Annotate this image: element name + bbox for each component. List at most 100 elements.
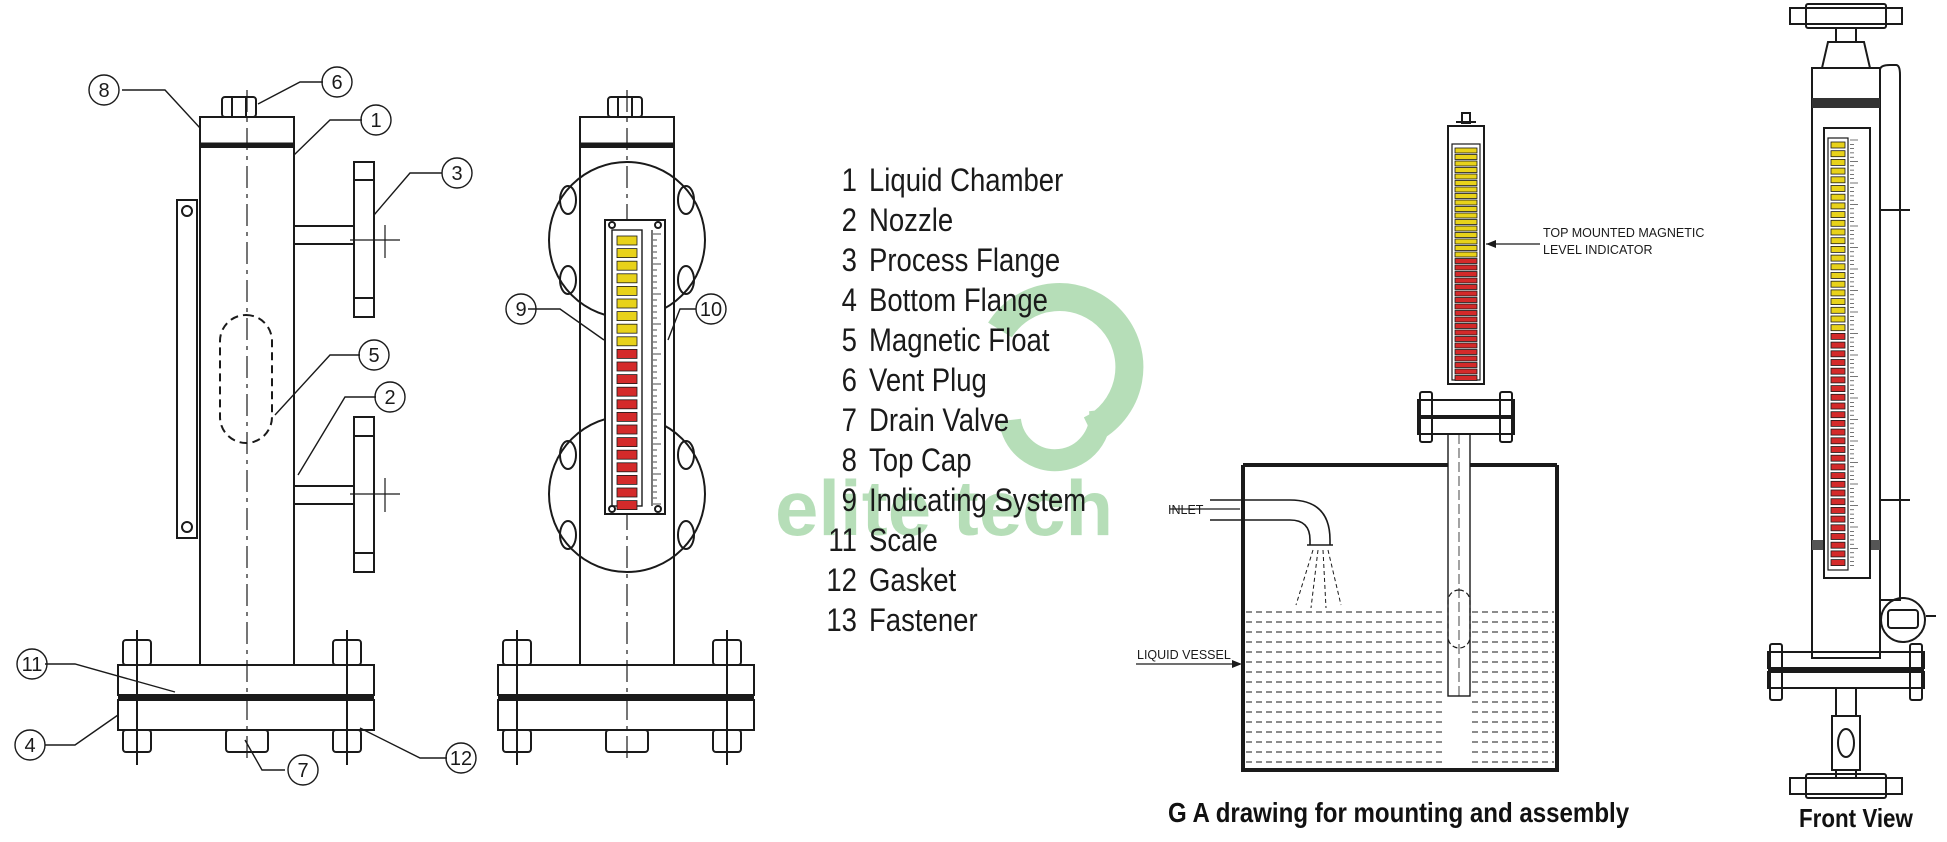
indicator-rail <box>176 199 198 539</box>
indicator-flag <box>1454 290 1478 297</box>
ga-drawing-caption: G A drawing for mounting and assembly <box>1168 797 1630 828</box>
callout-10 <box>695 293 727 325</box>
callout-7-label: 7 <box>297 760 308 782</box>
indicator-flag <box>1454 154 1478 160</box>
mounting-flange-upper <box>1417 399 1515 417</box>
legend-item-number: 5 <box>841 322 857 358</box>
legend-item-label: Drain Valve <box>869 402 1010 438</box>
indicator-flag <box>1454 336 1478 342</box>
top-mounted-label-1: TOP MOUNTED MAGNETIC <box>1543 226 1704 240</box>
legend-item-label: Nozzle <box>869 202 954 238</box>
indicator-flag <box>616 260 638 271</box>
indicator-flag <box>1830 402 1846 410</box>
callout-2-label: 2 <box>384 387 395 409</box>
indicator-flag <box>1830 489 1846 497</box>
indicator-flag <box>1830 228 1846 236</box>
indicator-flag <box>1830 167 1846 175</box>
legend-item-number: 8 <box>841 442 857 478</box>
indicator-flag <box>1830 315 1846 323</box>
indicator-flag <box>1830 359 1846 366</box>
top-mounted-label-2: LEVEL INDICATOR <box>1543 243 1653 257</box>
legend-item-number: 11 <box>828 522 857 558</box>
front-view-caption: Front View <box>1799 803 1913 833</box>
legend-item-number: 4 <box>841 282 857 318</box>
legend-item-label: Indicating System <box>869 482 1087 518</box>
indicator-flag <box>1454 180 1478 186</box>
indicator-flag <box>1830 515 1846 523</box>
elite-tech-watermark: elite tech <box>775 283 1144 552</box>
indicator-flag <box>1830 263 1846 271</box>
indicator-flag <box>1830 506 1846 514</box>
indicator-flag <box>1830 541 1846 549</box>
callouts <box>14 66 727 786</box>
indicator-flag <box>1830 150 1846 158</box>
callout-3 <box>441 157 473 189</box>
indicator-flag <box>1830 245 1846 253</box>
indicator-flag <box>1454 193 1478 199</box>
callout-8-label: 8 <box>98 80 109 102</box>
indicator-flag <box>1830 385 1846 393</box>
indicator-flag <box>1830 550 1846 558</box>
indicator-flag <box>1830 428 1846 436</box>
indicator-flag <box>1830 367 1846 375</box>
indicator-flag <box>616 474 638 485</box>
legend-item: 12 Gasket <box>826 560 1086 600</box>
indicator-flag <box>1830 498 1846 506</box>
indicator-flag <box>616 424 638 435</box>
indicator-flag <box>1454 147 1478 154</box>
indicator-flag <box>1830 454 1846 462</box>
legend-item-label: Gasket <box>869 562 957 598</box>
callout-6 <box>321 66 353 98</box>
indicator-flag <box>1830 141 1846 149</box>
magnetic-float <box>219 314 273 444</box>
inlet-label: INLET <box>1168 503 1204 517</box>
indicator-flag <box>1830 472 1846 480</box>
legend-item-number: 1 <box>841 162 857 198</box>
legend-item-number: 12 <box>826 562 857 598</box>
indicator-flag <box>616 437 638 448</box>
indicator-flag <box>1830 446 1846 453</box>
indicator-flag <box>1830 480 1846 488</box>
indicator-flag <box>1454 342 1478 349</box>
indicator-flag <box>1830 158 1846 166</box>
indicator-flag <box>1454 258 1478 264</box>
indicator-flag <box>1454 349 1478 355</box>
indicator-flag <box>1830 324 1846 332</box>
indicator-flag <box>1830 254 1846 262</box>
indicator-flag <box>1830 437 1846 445</box>
indicator-flag <box>1454 264 1478 271</box>
indicator-flag <box>616 500 638 511</box>
bottom-flange-lower <box>117 699 375 731</box>
switch-box <box>1880 597 1926 643</box>
indicator-flag <box>616 311 638 322</box>
vent-valve-handwheel <box>1789 7 1903 25</box>
indicator-flag <box>1454 173 1478 180</box>
indicator-flag <box>1454 303 1478 310</box>
front-bottom-flange-upper <box>1767 651 1925 669</box>
indicator-flag <box>1830 393 1846 401</box>
bottom-flange-upper <box>117 664 375 696</box>
indicator-flag <box>1830 341 1846 349</box>
indicator-flag <box>616 336 638 347</box>
indicator-flag <box>1454 271 1478 277</box>
callout-4 <box>14 729 46 761</box>
indicator-flag <box>616 348 638 359</box>
indicator-flag <box>1454 355 1478 362</box>
indicator-flag <box>1830 193 1846 201</box>
callout-6-label: 6 <box>331 72 342 94</box>
indicator-flag <box>1454 160 1478 167</box>
indicator-flag <box>1830 533 1846 540</box>
inlet-pipe <box>1210 499 1331 545</box>
indicator-flag <box>1830 376 1846 384</box>
liquid-vessel-label: LIQUID VESSEL <box>1137 648 1231 662</box>
indicator-flag <box>1830 202 1846 210</box>
legend-item-label: Fastener <box>869 602 978 638</box>
front-view <box>1767 3 1936 799</box>
indicator-flag <box>616 399 638 410</box>
indicator-flag <box>1830 463 1846 471</box>
callout-5 <box>358 339 390 371</box>
